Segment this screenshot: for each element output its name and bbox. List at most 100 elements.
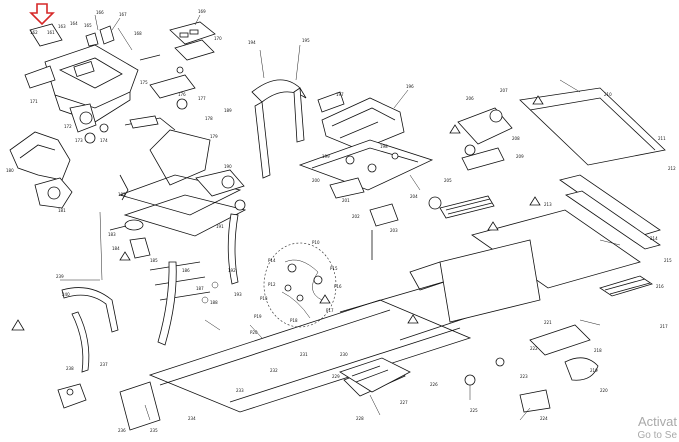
part-label: 169 [198, 9, 206, 14]
part-label: 230 [340, 352, 348, 357]
part-label: 214 [650, 236, 658, 241]
wiring-loop [263, 242, 337, 328]
part-label: 177 [198, 96, 206, 101]
part-label: 226 [430, 382, 438, 387]
part-label: 166 [96, 10, 104, 15]
part-label: 183 [108, 232, 116, 237]
part-label: 173 [75, 138, 83, 143]
drive-motor [428, 107, 513, 210]
part-label: 210 [604, 92, 612, 97]
part-label: P17 [326, 308, 334, 313]
part-label: 217 [660, 324, 668, 329]
part-label: 194 [248, 40, 256, 45]
part-label: 193 [234, 292, 242, 297]
end-cap-right [339, 357, 411, 393]
part-label: 236 [118, 428, 126, 433]
motor-cover [317, 91, 405, 151]
part-label: 201 [342, 198, 350, 203]
part-label: 227 [400, 400, 408, 405]
part-label: 162 [30, 30, 38, 35]
activation-watermark-title: Activat [637, 414, 677, 429]
part-label: 235 [150, 428, 158, 433]
part-label: 171 [30, 99, 38, 104]
part-label: 204 [410, 194, 418, 199]
part-label: P10 [312, 240, 320, 245]
part-label: 190 [224, 164, 232, 169]
part-label: 175 [140, 80, 148, 85]
part-label: 229 [332, 374, 340, 379]
part-label: 233 [236, 388, 244, 393]
part-label: 197 [336, 92, 344, 97]
part-label: 205 [444, 178, 452, 183]
part-label: P20 [250, 330, 258, 335]
part-label: 161 [47, 30, 55, 35]
part-label: 165 [84, 23, 92, 28]
part-label: 211 [658, 136, 666, 141]
part-label: 238 [66, 366, 74, 371]
motor-control-board [298, 139, 434, 260]
part-label: 181 [58, 208, 66, 213]
upright-tube [157, 79, 307, 346]
part-label: 228 [356, 416, 364, 421]
part-label: 164 [70, 21, 78, 26]
part-label: 189 [224, 108, 232, 113]
highlight-arrow-icon [29, 3, 55, 26]
part-label: 180 [6, 168, 14, 173]
part-label: 239 [56, 274, 64, 279]
part-label: 221 [544, 320, 552, 325]
part-label: 232 [270, 368, 278, 373]
part-label: 203 [390, 228, 398, 233]
part-label: 237 [100, 362, 108, 367]
part-label: 178 [205, 116, 213, 121]
part-label: P14 [268, 258, 276, 263]
warning-triangles [11, 95, 544, 331]
part-label: 223 [520, 374, 528, 379]
part-label: 207 [500, 88, 508, 93]
part-label: 224 [540, 416, 548, 421]
part-label: 179 [210, 134, 218, 139]
part-label: 200 [312, 178, 320, 183]
activation-watermark-subtitle: Go to Se [637, 430, 677, 441]
part-label: P18 [290, 318, 298, 323]
part-label: 168 [134, 31, 142, 36]
deck-assembly [439, 87, 666, 323]
side-handrail [57, 287, 119, 409]
part-label: 172 [64, 124, 72, 129]
motor-hood-left [9, 131, 129, 209]
part-label: 234 [188, 416, 196, 421]
part-label: 196 [406, 84, 414, 89]
part-label: 184 [112, 246, 120, 251]
part-label: 222 [530, 346, 538, 351]
part-label: 212 [668, 166, 676, 171]
part-label: 220 [600, 388, 608, 393]
frame-upright-assembly [109, 129, 247, 304]
part-label: 163 [58, 24, 66, 29]
part-label: 186 [182, 268, 190, 273]
part-label: 174 [100, 138, 108, 143]
part-number-labels: 162 161 163 164 165 166 167 168 169 170 … [6, 9, 676, 433]
part-label: 191 [216, 224, 224, 229]
part-label: 202 [352, 214, 360, 219]
part-label: P12 [268, 282, 276, 287]
part-label: P15 [330, 266, 338, 271]
part-label: 206 [466, 96, 474, 101]
part-label: 209 [516, 154, 524, 159]
part-label: 216 [656, 284, 664, 289]
part-label: 215 [664, 258, 672, 263]
part-label: 213 [544, 202, 552, 207]
part-label: 231 [300, 352, 308, 357]
leader-lines [60, 14, 621, 421]
part-label: 195 [302, 38, 310, 43]
part-label: 187 [196, 286, 204, 291]
console-assembly [24, 21, 216, 144]
part-label: 198 [380, 144, 388, 149]
part-label: P19 [254, 314, 262, 319]
part-label: 170 [214, 36, 222, 41]
part-label: 192 [228, 268, 236, 273]
part-label: 167 [119, 12, 127, 17]
part-label: 208 [512, 136, 520, 141]
part-label: 225 [470, 408, 478, 413]
part-label: 185 [150, 258, 158, 263]
